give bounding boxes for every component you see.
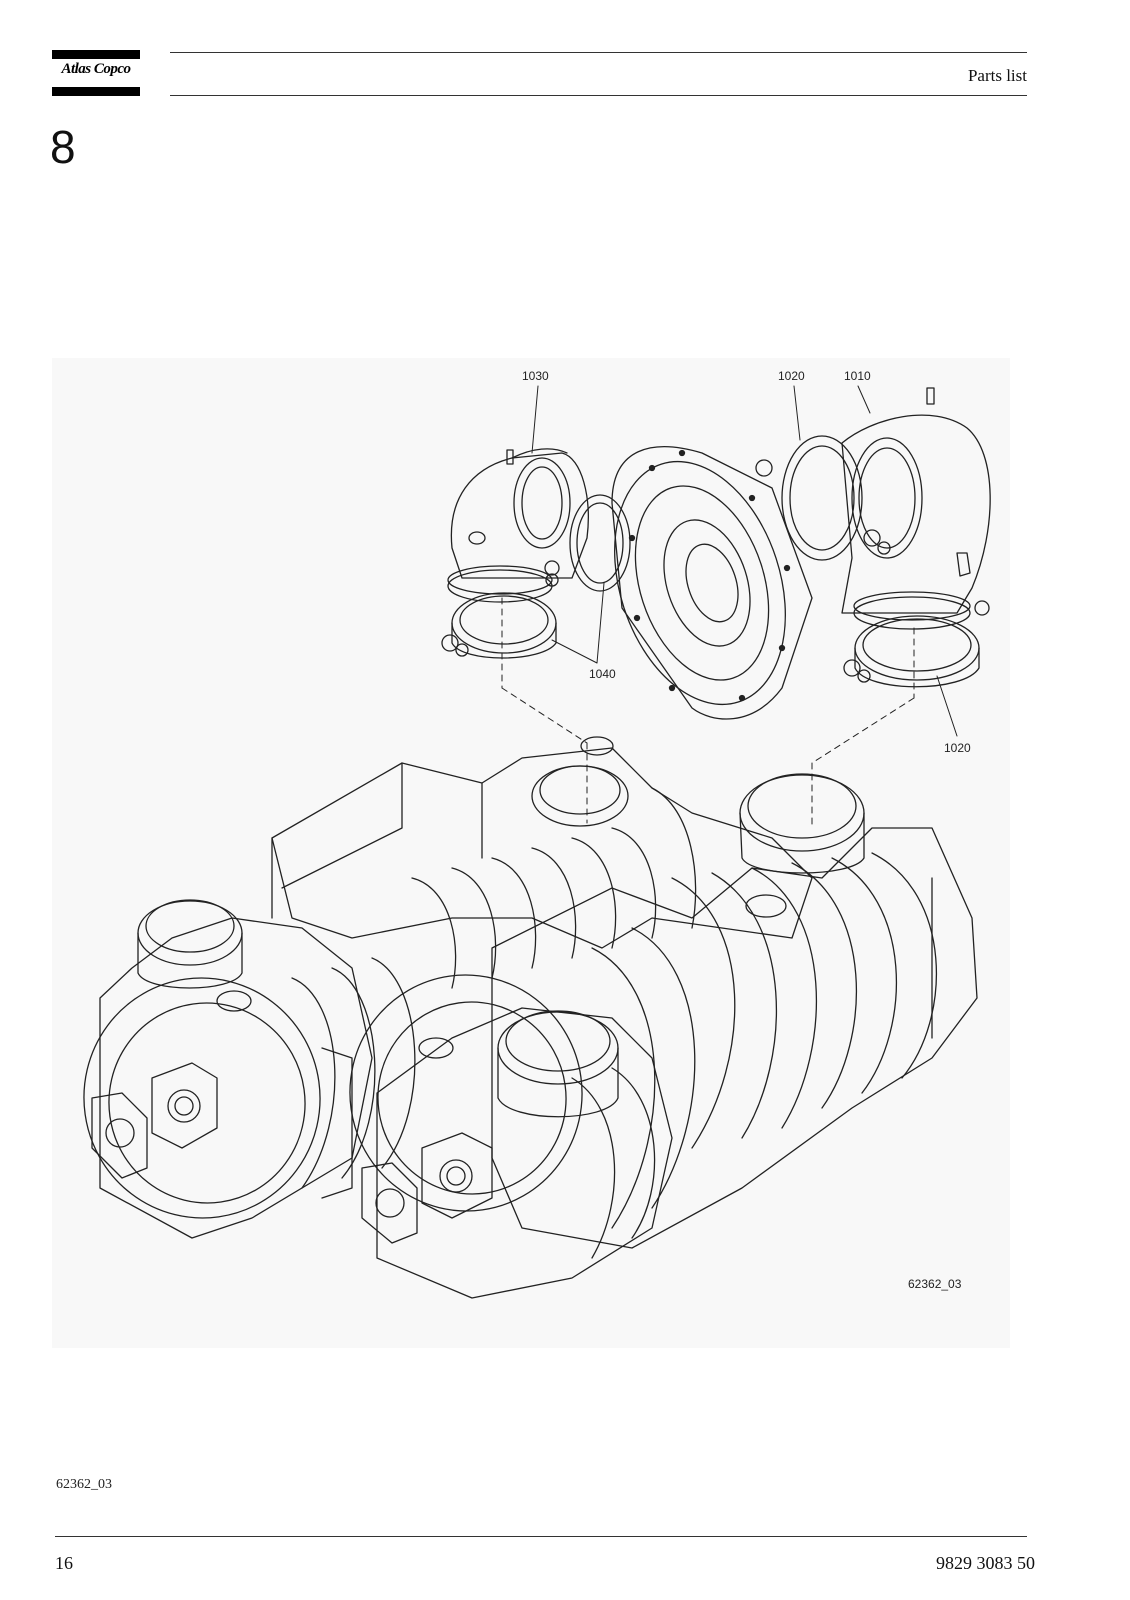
left-housing bbox=[83, 899, 416, 1239]
logo-top-bar bbox=[52, 50, 140, 59]
center-flange-plate bbox=[611, 446, 813, 720]
callout-1020-top: 1020 bbox=[778, 369, 805, 383]
callout-1030: 1030 bbox=[522, 369, 549, 383]
logo-bottom-bar bbox=[52, 87, 140, 96]
logo-wordmark: Atlas Copco bbox=[61, 61, 131, 77]
drawing-canvas: 1030 1020 1010 1040 1020 bbox=[83, 369, 991, 1299]
atlas-copco-logo: Atlas Copco bbox=[52, 50, 140, 96]
drawing-id: 62362_03 bbox=[908, 1277, 962, 1291]
right-upper-clamp-1020 bbox=[755, 435, 891, 561]
callout-1010: 1010 bbox=[844, 369, 871, 383]
exploded-parts-drawing: 1030 1020 1010 1040 1020 bbox=[52, 358, 1010, 1348]
front-center-housing bbox=[349, 974, 673, 1299]
left-elbow-1030 bbox=[447, 448, 589, 603]
right-lower-clamp-1020 bbox=[843, 600, 990, 688]
assembly-center-lines bbox=[501, 597, 915, 829]
right-elbow-1010 bbox=[841, 387, 991, 630]
chapter-number: 8 bbox=[50, 121, 76, 173]
front-right-housing bbox=[491, 773, 978, 1249]
callout-leaders bbox=[531, 385, 958, 737]
rear-compressor-housing bbox=[271, 736, 813, 989]
callout-1040: 1040 bbox=[589, 667, 616, 681]
header-top-rule bbox=[170, 52, 1027, 53]
left-lower-clamp bbox=[441, 592, 557, 659]
callout-1020-right: 1020 bbox=[944, 741, 971, 755]
document-number: 9829 3083 50 bbox=[936, 1553, 1035, 1573]
figure-caption: 62362_03 bbox=[56, 1477, 112, 1492]
left-upper-clamp bbox=[544, 494, 631, 592]
header-bottom-rule bbox=[170, 95, 1027, 96]
section-title: Parts list bbox=[967, 66, 1027, 85]
page-number: 16 bbox=[55, 1553, 73, 1573]
footer-rule bbox=[55, 1536, 1027, 1537]
